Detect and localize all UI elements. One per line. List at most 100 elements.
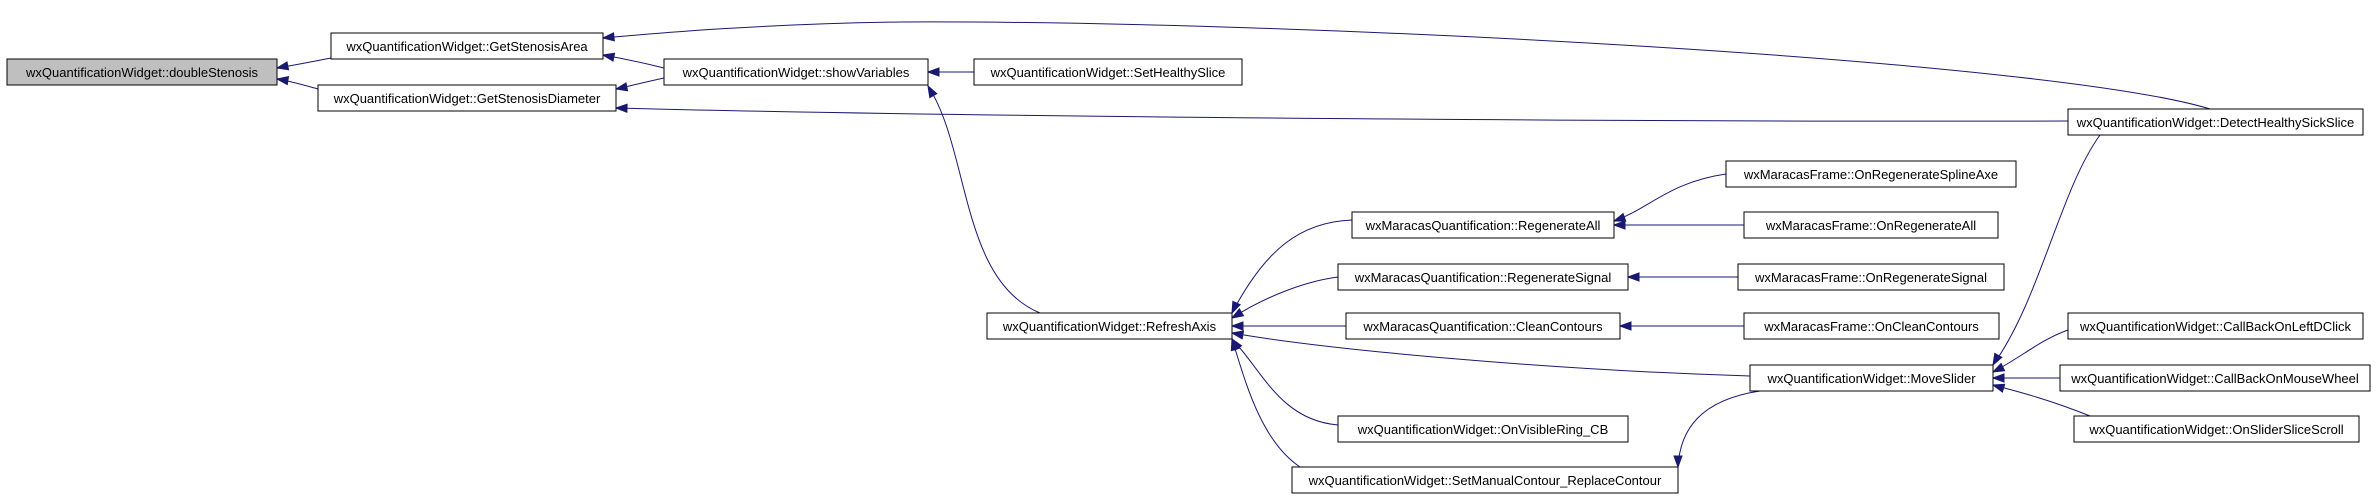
node-move-slider[interactable]: wxQuantificationWidget::MoveSlider bbox=[1749, 364, 1994, 392]
node-box bbox=[1743, 211, 1999, 239]
node-label: wxQuantificationWidget::RefreshAxis bbox=[1002, 319, 1217, 334]
edge-on-regenerate-signal-to-regenerate-signal bbox=[1626, 272, 1738, 282]
node-label: wxQuantificationWidget::SetManualContour… bbox=[1308, 473, 1662, 488]
node-box bbox=[317, 84, 617, 112]
arrow-head bbox=[1230, 330, 1245, 340]
edge-line bbox=[1992, 134, 2101, 366]
edge-refresh-axis-to-show-variables bbox=[927, 84, 1041, 314]
arrow-head bbox=[1991, 373, 2005, 383]
node-on-regenerate-signal[interactable]: wxMaracasFrame::OnRegenerateSignal bbox=[1737, 263, 2005, 291]
node-box bbox=[1725, 160, 2017, 188]
edge-on-regenerate-spline-axe-to-regenerate-all bbox=[1612, 173, 1727, 222]
edge-detect-healthy-sick-slice-to-get-stenosis-area bbox=[601, 21, 2211, 110]
node-label: wxQuantificationWidget::doubleStenosis bbox=[25, 65, 258, 80]
edge-on-visible-ring-cb-to-refresh-axis bbox=[1231, 337, 1339, 426]
edge-line bbox=[1677, 390, 1761, 468]
node-refresh-axis[interactable]: wxQuantificationWidget::RefreshAxis bbox=[986, 312, 1233, 340]
node-box bbox=[1337, 415, 1629, 443]
node-box bbox=[1743, 312, 2000, 340]
arrow-head bbox=[926, 67, 940, 77]
edge-line bbox=[1231, 338, 1301, 468]
edge-detect-healthy-sick-slice-to-get-stenosis-diameter bbox=[614, 103, 2069, 122]
edge-on-slider-slice-scroll-to-move-slider bbox=[1991, 383, 2091, 417]
edge-set-manual-contour-replace-contour-to-refresh-axis bbox=[1230, 337, 1301, 468]
node-label: wxQuantificationWidget::DetectHealthySic… bbox=[2076, 115, 2354, 130]
edge-line bbox=[1231, 276, 1339, 319]
node-label: wxQuantificationWidget::GetStenosisArea bbox=[345, 39, 588, 54]
edge-move-slider-to-set-manual-contour-replace-contour bbox=[1673, 390, 1761, 469]
edge-set-healthy-slice-to-show-variables bbox=[926, 67, 974, 77]
arrow-head bbox=[1673, 455, 1683, 469]
node-label: wxMaracasFrame::OnRegenerateSignal bbox=[1754, 270, 1987, 285]
node-label: wxMaracasQuantification::RegenerateSigna… bbox=[1354, 270, 1612, 285]
arrow-head bbox=[1992, 352, 2003, 367]
arrow-head bbox=[1991, 362, 2006, 373]
node-box bbox=[2067, 108, 2364, 136]
node-box bbox=[1337, 263, 1629, 291]
node-box bbox=[1737, 263, 2005, 291]
edge-show-variables-to-get-stenosis-diameter bbox=[614, 77, 665, 92]
node-regenerate-all[interactable]: wxMaracasQuantification::RegenerateAll bbox=[1351, 211, 1615, 239]
node-get-stenosis-area[interactable]: wxQuantificationWidget::GetStenosisArea bbox=[330, 32, 604, 60]
edge-on-clean-contours-to-clean-contours bbox=[1618, 321, 1744, 331]
edge-regenerate-signal-to-refresh-axis bbox=[1230, 276, 1339, 319]
edge-get-stenosis-area-to-double-stenosis bbox=[275, 57, 332, 71]
arrow-head bbox=[275, 76, 290, 86]
arrow-head bbox=[1991, 383, 2006, 393]
node-regenerate-signal[interactable]: wxMaracasQuantification::RegenerateSigna… bbox=[1337, 263, 1629, 291]
node-label: wxMaracasQuantification::CleanContours bbox=[1362, 319, 1603, 334]
edge-layer bbox=[275, 21, 2211, 469]
node-label: wxQuantificationWidget::SetHealthySlice bbox=[990, 65, 1226, 80]
node-double-stenosis[interactable]: wxQuantificationWidget::doubleStenosis bbox=[6, 58, 278, 86]
node-call-back-on-mouse-wheel[interactable]: wxQuantificationWidget::CallBackOnMouseW… bbox=[2059, 364, 2371, 392]
node-box bbox=[2067, 312, 2364, 340]
arrow-head bbox=[614, 103, 628, 113]
node-box bbox=[1749, 364, 1994, 392]
node-label: wxMaracasFrame::OnRegenerateSplineAxe bbox=[1743, 167, 1998, 182]
arrow-head bbox=[1230, 337, 1240, 352]
arrow-head bbox=[1230, 308, 1245, 319]
edge-line bbox=[1231, 219, 1353, 314]
edge-call-back-on-left-dclick-to-move-slider bbox=[1991, 329, 2069, 373]
node-set-healthy-slice[interactable]: wxQuantificationWidget::SetHealthySlice bbox=[973, 58, 1243, 86]
node-box bbox=[6, 58, 278, 86]
node-box bbox=[2073, 415, 2360, 443]
edge-line bbox=[602, 21, 2211, 110]
node-box bbox=[2059, 364, 2371, 392]
node-label: wxQuantificationWidget::showVariables bbox=[682, 65, 910, 80]
node-show-variables[interactable]: wxQuantificationWidget::showVariables bbox=[663, 58, 929, 86]
edge-line bbox=[615, 107, 2069, 122]
edge-call-back-on-mouse-wheel-to-move-slider bbox=[1991, 373, 2060, 383]
node-label: wxQuantificationWidget::OnVisibleRing_CB bbox=[1357, 422, 1609, 437]
edge-line bbox=[1231, 332, 1751, 377]
node-on-visible-ring-cb[interactable]: wxQuantificationWidget::OnVisibleRing_CB bbox=[1337, 415, 1629, 443]
node-box bbox=[663, 58, 929, 86]
node-label: wxMaracasFrame::OnCleanContours bbox=[1763, 319, 1979, 334]
node-call-back-on-left-dclick[interactable]: wxQuantificationWidget::CallBackOnLeftDC… bbox=[2067, 312, 2364, 340]
node-on-clean-contours[interactable]: wxMaracasFrame::OnCleanContours bbox=[1743, 312, 2000, 340]
edge-move-slider-to-refresh-axis bbox=[1230, 330, 1751, 377]
node-box bbox=[1345, 312, 1621, 340]
edge-line bbox=[1231, 338, 1339, 426]
node-label: wxQuantificationWidget::GetStenosisDiame… bbox=[333, 91, 601, 106]
edge-regenerate-all-to-refresh-axis bbox=[1231, 219, 1353, 315]
node-box bbox=[330, 32, 604, 60]
arrow-head bbox=[1230, 321, 1244, 331]
arrow-head bbox=[927, 84, 938, 99]
node-label: wxQuantificationWidget::CallBackOnLeftDC… bbox=[2079, 319, 2351, 334]
edge-detect-healthy-sick-slice-to-move-slider bbox=[1992, 134, 2101, 367]
arrow-head bbox=[1231, 300, 1242, 315]
node-on-slider-slice-scroll[interactable]: wxQuantificationWidget::OnSliderSliceScr… bbox=[2073, 415, 2360, 443]
edge-line bbox=[1613, 173, 1727, 222]
node-set-manual-contour-replace-contour[interactable]: wxQuantificationWidget::SetManualContour… bbox=[1291, 466, 1679, 494]
arrow-head bbox=[601, 52, 616, 62]
node-detect-healthy-sick-slice[interactable]: wxQuantificationWidget::DetectHealthySic… bbox=[2067, 108, 2364, 136]
node-on-regenerate-spline-axe[interactable]: wxMaracasFrame::OnRegenerateSplineAxe bbox=[1725, 160, 2017, 188]
node-box bbox=[1351, 211, 1615, 239]
edge-show-variables-to-get-stenosis-area bbox=[601, 52, 665, 69]
node-clean-contours[interactable]: wxMaracasQuantification::CleanContours bbox=[1345, 312, 1621, 340]
node-on-regenerate-all[interactable]: wxMaracasFrame::OnRegenerateAll bbox=[1743, 211, 1999, 239]
node-label: wxQuantificationWidget::MoveSlider bbox=[1766, 371, 1976, 386]
node-get-stenosis-diameter[interactable]: wxQuantificationWidget::GetStenosisDiame… bbox=[317, 84, 617, 112]
